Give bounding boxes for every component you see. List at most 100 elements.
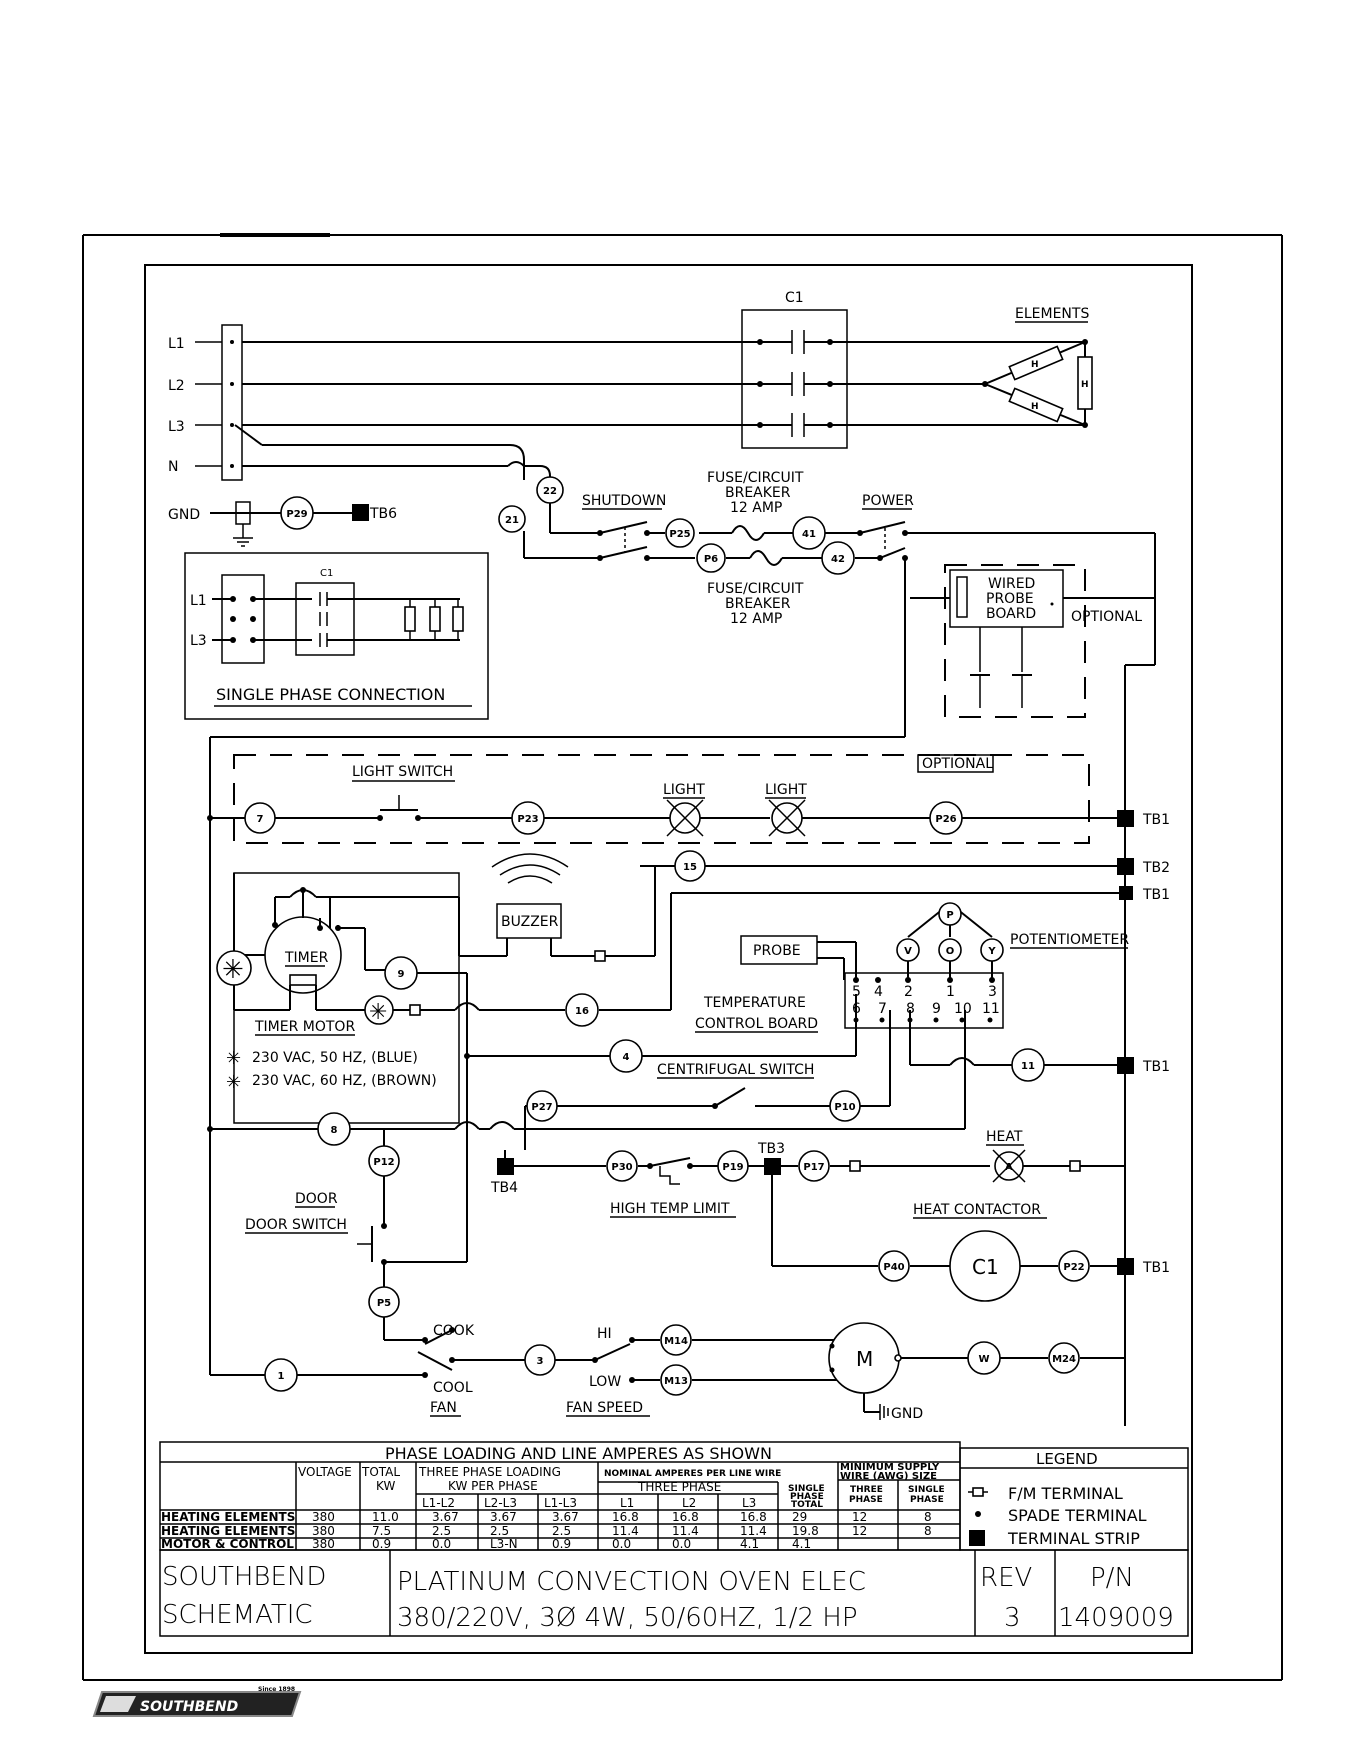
motor-gnd-label: GND xyxy=(891,1406,923,1422)
node-label-p5: P5 xyxy=(377,1298,391,1309)
sp-c1-label: C1 xyxy=(320,568,333,579)
h-total1: TOTAL xyxy=(361,1465,400,1479)
table-cell-single: 29 xyxy=(792,1510,807,1524)
terminal-strip-icon xyxy=(969,1530,985,1546)
asterisk-brown-icon: ✳ xyxy=(364,995,394,1025)
asterisk-60hz: ✳ xyxy=(226,1072,241,1093)
node-py: Y xyxy=(980,938,1004,962)
wired-probe-board-dashed xyxy=(944,564,1086,718)
pn-value: 1409009 xyxy=(1058,1603,1174,1633)
light2-label: LIGHT xyxy=(765,782,807,798)
table-cell-kw: 11.0 xyxy=(372,1510,399,1524)
node-label-n22: 22 xyxy=(543,486,557,497)
node-p10: P10 xyxy=(829,1090,861,1122)
fuse-bottom-symbol xyxy=(749,550,783,566)
node-label-n11: 11 xyxy=(1021,1061,1035,1072)
node-n3: 3 xyxy=(524,1344,556,1376)
table-cell-l1l2: 2.5 xyxy=(432,1524,451,1538)
node-po: O xyxy=(938,938,962,962)
table-cell-kw: 0.9 xyxy=(372,1537,391,1551)
tcb-pin-top-2: 2 xyxy=(904,984,913,1000)
node-p19: P19 xyxy=(717,1150,749,1182)
product-line2: 380/220V, 3Ø 4W, 50/60HZ, 1/2 HP xyxy=(397,1603,858,1633)
high-temp-label: HIGH TEMP LIMIT xyxy=(610,1201,730,1217)
asterisk-blue-icon: ✳ xyxy=(216,950,252,986)
table-cell-name: HEATING ELEMENTS xyxy=(161,1510,295,1524)
legend-strip: TERMINAL STRIP xyxy=(1007,1529,1140,1548)
heat-indicator: A xyxy=(992,1149,1026,1183)
h-l1l2: L1-L2 xyxy=(422,1496,455,1510)
centrifugal-switch xyxy=(714,1087,746,1107)
hi-label: HI xyxy=(597,1326,612,1342)
node-p29: P29 xyxy=(280,496,314,530)
tb6-label: TB6 xyxy=(369,506,397,522)
timer-motor-label: TIMER MOTOR xyxy=(254,1019,355,1035)
fuse-top-line1: FUSE/CIRCUIT xyxy=(707,470,804,486)
h-wthree1: THREE xyxy=(850,1485,883,1495)
table-cell-l1l2: 3.67 xyxy=(432,1510,459,1524)
probe-board-line2: PROBE xyxy=(986,591,1034,607)
tcb-pin-bottom-8: 8 xyxy=(906,1001,915,1017)
light1-label: LIGHT xyxy=(663,782,705,798)
node-m13: M13 xyxy=(660,1364,692,1396)
element-h-1: H xyxy=(1031,360,1039,370)
tcb-pin-top-1: 1 xyxy=(946,984,955,1000)
sp-l1-label: L1 xyxy=(190,593,207,609)
table-cell-l1l2: 0.0 xyxy=(432,1537,451,1551)
node-label-p19: P19 xyxy=(722,1162,743,1173)
node-label-n16: 16 xyxy=(575,1006,589,1017)
table-cell-l1l3: 3.67 xyxy=(552,1510,579,1524)
node-p26: P26 xyxy=(929,801,963,835)
h-total2: KW xyxy=(376,1479,395,1493)
tcb-pin-bottom-9: 9 xyxy=(932,1001,941,1017)
power-switch[interactable] xyxy=(859,521,906,559)
tb1-label-c: TB1 xyxy=(1142,1059,1170,1075)
tcb-pin-top-4: 4 xyxy=(874,984,883,1000)
kind-title: SCHEMATIC xyxy=(162,1600,313,1630)
h-single2: PHASE xyxy=(790,1492,824,1502)
fan-speed-label: FAN SPEED xyxy=(566,1400,643,1416)
table-cell-l2l3: 3.67 xyxy=(490,1510,517,1524)
table-cell-voltage: 380 xyxy=(312,1524,335,1538)
single-phase-label: SINGLE PHASE CONNECTION xyxy=(216,685,445,704)
table-cell-l2l3: 2.5 xyxy=(490,1524,509,1538)
table-cell-a3: 4.1 xyxy=(740,1537,759,1551)
table-cell-single: 19.8 xyxy=(792,1524,819,1538)
tcb-pin-bottom-6: 6 xyxy=(852,1001,861,1017)
light-2 xyxy=(768,799,806,837)
tb1-terminal-a xyxy=(1117,810,1134,827)
node-label-n4: 4 xyxy=(623,1052,630,1063)
vac50-label: 230 VAC, 50 HZ, (BLUE) xyxy=(252,1050,418,1066)
tb1-label-a: TB1 xyxy=(1142,812,1170,828)
light-switch[interactable] xyxy=(380,795,418,811)
node-n41: 41 xyxy=(792,516,826,550)
table-title: PHASE LOADING AND LINE AMPERES AS SHOWN xyxy=(385,1444,772,1463)
tb1-label-d: TB1 xyxy=(1142,1260,1170,1276)
shutdown-switch[interactable] xyxy=(599,521,648,559)
node-label-n42: 42 xyxy=(831,554,845,565)
node-m14: M14 xyxy=(660,1324,692,1356)
fan-switch[interactable] xyxy=(417,1329,453,1371)
node-label-pv: V xyxy=(904,946,912,957)
node-label-p17: P17 xyxy=(803,1162,824,1173)
tb1-terminal-c xyxy=(1117,1057,1134,1074)
table-cell-name: HEATING ELEMENTS xyxy=(161,1524,295,1538)
table-cell-a1: 11.4 xyxy=(612,1524,639,1538)
svg-text:✳: ✳ xyxy=(222,955,244,985)
table-cell-voltage: 380 xyxy=(312,1537,335,1551)
node-label-p27: P27 xyxy=(531,1102,552,1113)
node-label-py: Y xyxy=(987,946,996,957)
node-label-n3: 3 xyxy=(537,1356,544,1367)
node-label-p29: P29 xyxy=(286,509,307,520)
h-three1: THREE PHASE LOADING xyxy=(418,1465,561,1479)
light-switch-label: LIGHT SWITCH xyxy=(352,764,453,780)
probe-board-line1: WIRED xyxy=(988,576,1035,592)
node-w: W xyxy=(967,1341,1001,1375)
node-n8: 8 xyxy=(317,1112,351,1146)
fan-speed-switch[interactable] xyxy=(594,1343,631,1361)
node-label-po: O xyxy=(946,946,955,957)
node-p27: P27 xyxy=(526,1090,558,1122)
